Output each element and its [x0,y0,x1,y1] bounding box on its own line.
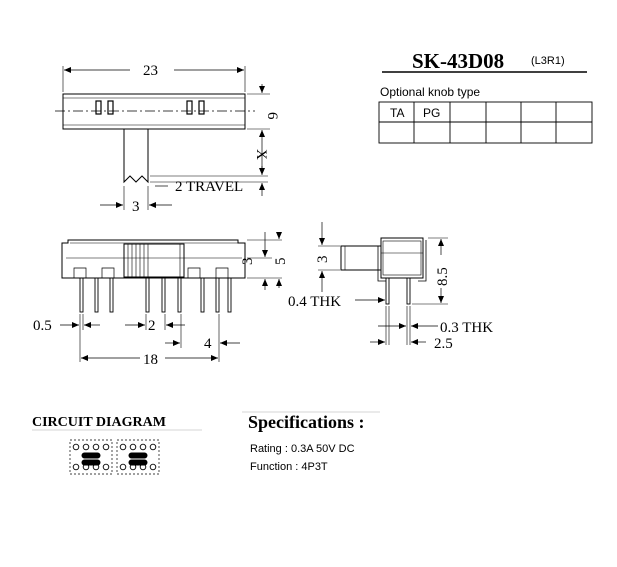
circuit-pole-left [69,439,113,475]
circuit-pole-right [116,439,160,475]
dim-group-4: 4 [204,336,212,352]
specs-rating: Rating : 0.3A 50V DC [250,443,355,455]
top-view-body [62,93,246,130]
front-view-body [61,239,246,279]
front-view [60,232,282,362]
dim-knob-3: 3 [132,199,140,215]
side-view-knob [340,245,382,271]
specs-function: Function : 4P3T [250,461,328,473]
model-variant: (L3R1) [531,55,565,67]
dim-front-5: 5 [273,258,289,266]
dim-front-3: 3 [240,258,256,266]
top-view-knob [123,129,149,184]
dim-height-6: 6 [264,112,280,120]
specs-title: Specifications : [248,412,365,432]
circuit-title: CIRCUIT DIAGRAM [32,415,166,430]
dim-pitch-2-5: 2.5 [434,336,453,352]
side-view-body [380,237,424,279]
top-view [55,66,270,210]
circuit-diagram [32,411,380,475]
knob-table [378,101,593,144]
model-title: SK-43D08 [412,49,504,73]
front-view-knob [123,243,185,278]
knob-table-frame [378,101,593,144]
dim-side-8-5: 8.5 [435,267,451,286]
dim-pin-0-5: 0.5 [33,318,52,334]
knob-caption: Optional knob type [380,85,480,99]
dim-side-knob-3: 3 [315,256,331,264]
knob-cell-pg: PG [423,106,440,120]
knob-cell-ta: TA [390,106,404,120]
dim-knob-x: X [253,149,269,160]
dim-span-18: 18 [143,352,158,368]
side-view [318,222,448,345]
dim-pitch-2: 2 [148,318,156,334]
dim-thk-0-4: 0.4 THK [288,294,341,310]
front-view-pins [79,277,232,313]
dim-travel: 2 TRAVEL [175,179,243,195]
dim-width-23: 23 [143,63,158,79]
dim-thk-0-3: 0.3 THK [440,320,493,336]
